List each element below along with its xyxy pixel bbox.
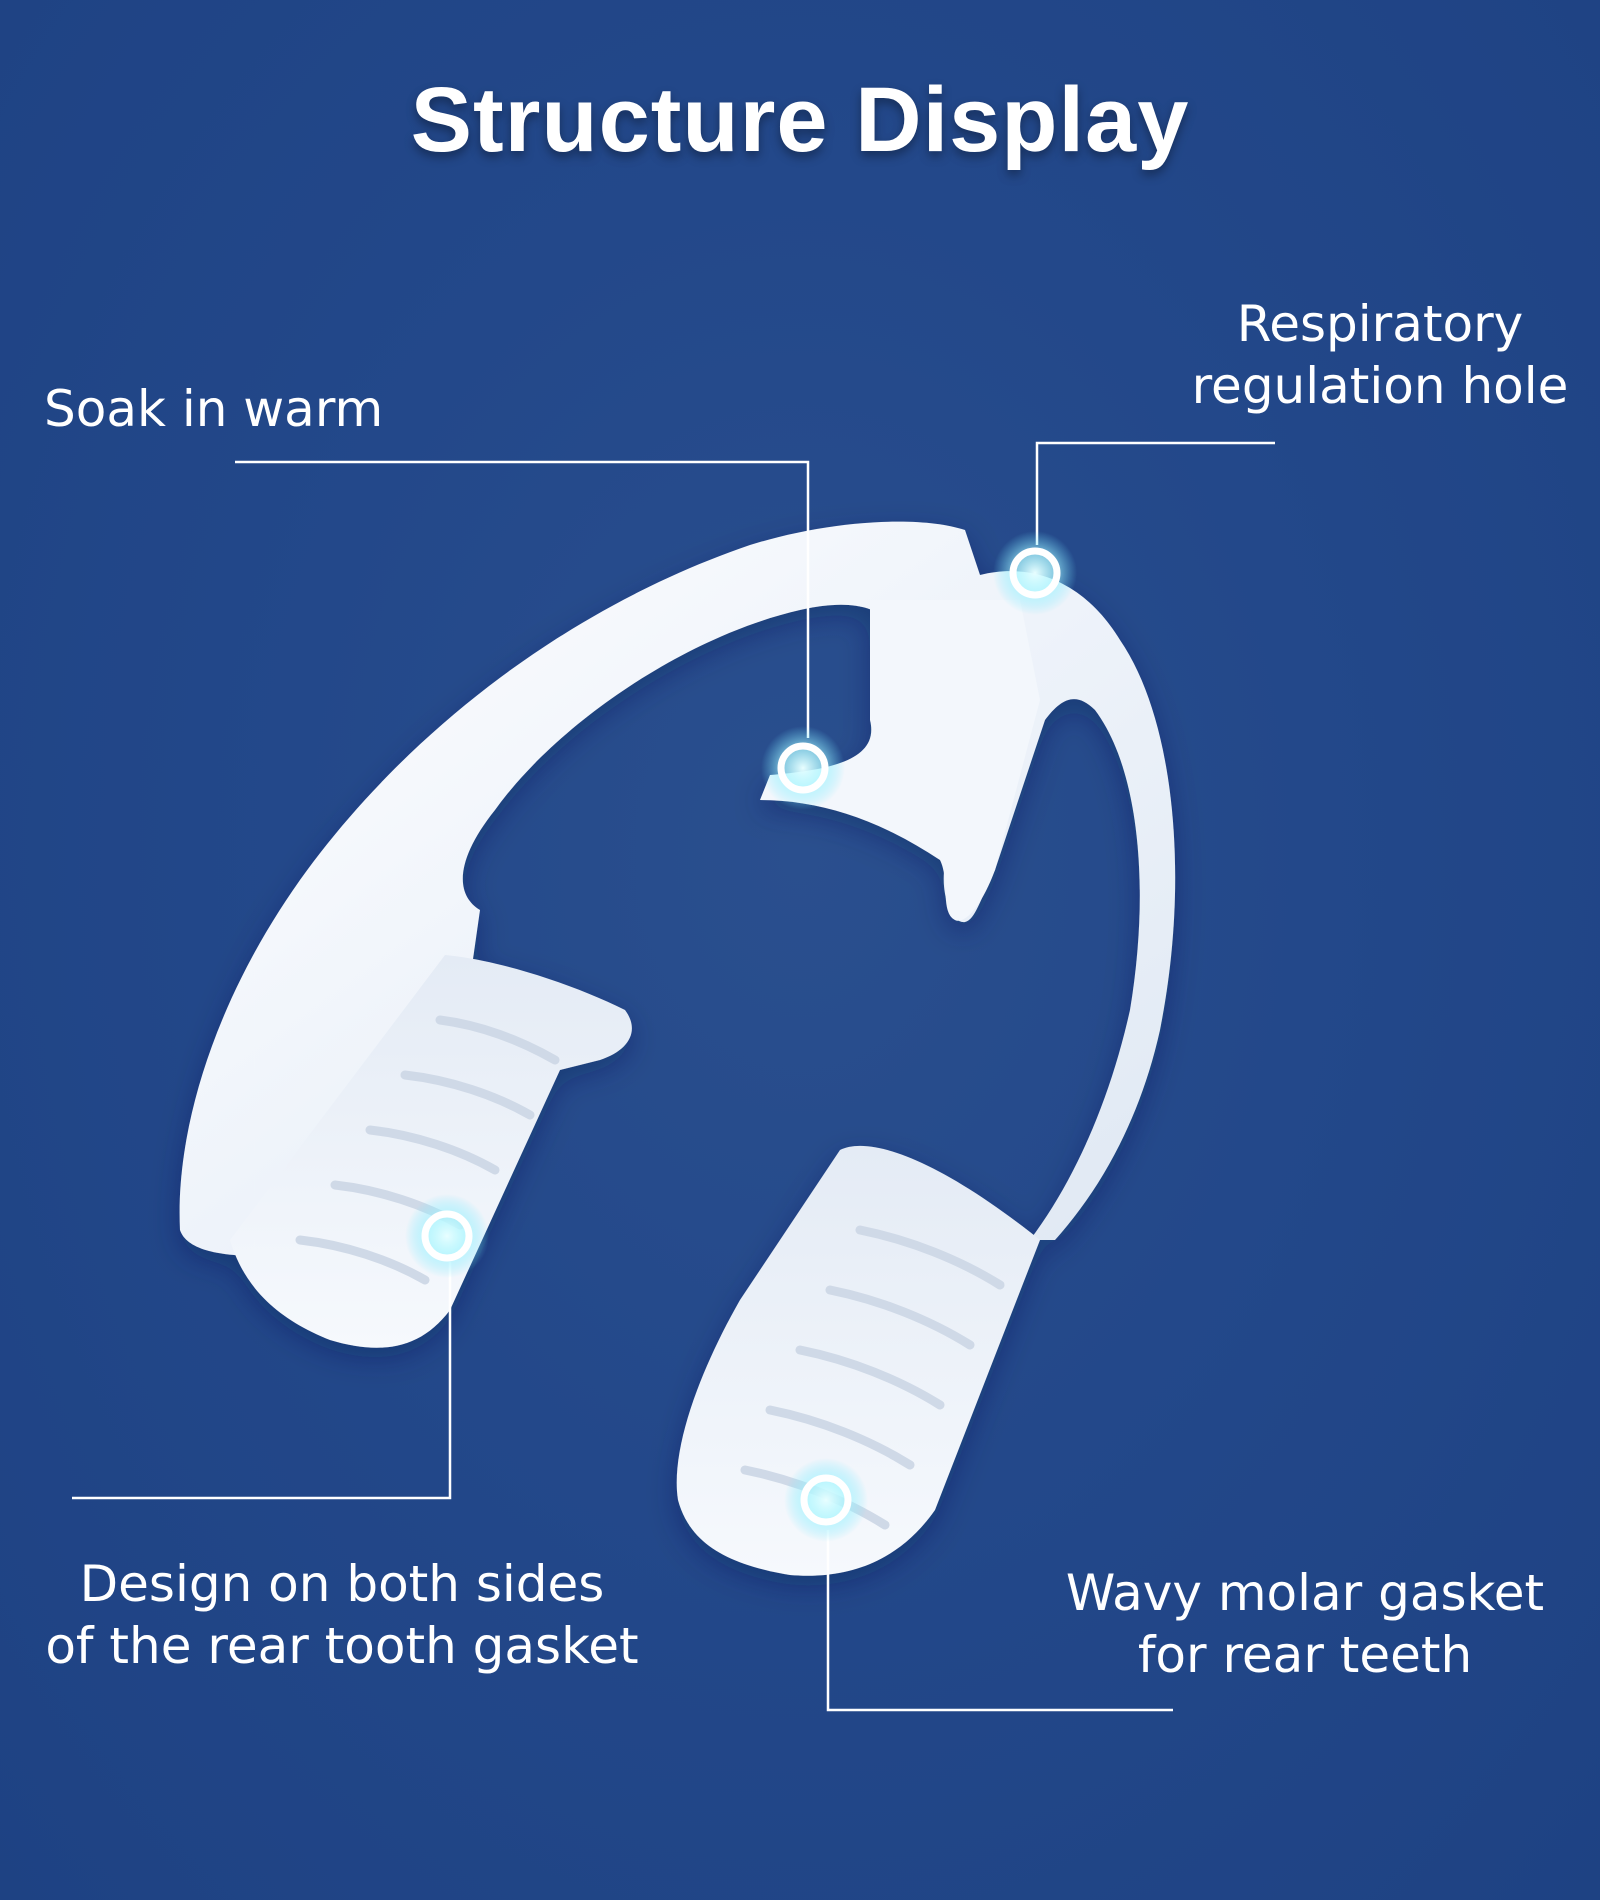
marker-wavy	[784, 1458, 868, 1542]
callout-wavy-line-1: Wavy molar gasket	[1065, 1564, 1545, 1622]
left-molar-pad	[230, 955, 632, 1348]
callout-respiratory-line-1: Respiratory	[1236, 295, 1524, 353]
marker-soak	[761, 726, 845, 810]
leader-design	[72, 1262, 452, 1500]
callout-wavy-line-2: for rear teeth	[1137, 1626, 1473, 1684]
marker-design	[405, 1194, 489, 1278]
leader-wavy	[826, 1530, 1173, 1712]
right-molar-pad	[676, 1145, 1040, 1576]
callout-soak-in-warm: Soak in warm	[44, 378, 383, 440]
leader-lines	[72, 441, 1275, 1712]
page-title: Structure Display	[410, 69, 1190, 171]
left-pad-ridges	[295, 1015, 560, 1285]
leader-soak	[235, 460, 810, 738]
front-flap	[760, 600, 1040, 921]
callout-design-line-2: of the rear tooth gasket	[45, 1617, 639, 1675]
callout-respiratory-line-2: regulation hole	[1191, 357, 1569, 415]
callout-wavy-molar-gasket: Wavy molar gasket for rear teeth	[1010, 1562, 1600, 1686]
mouthguard-device	[179, 521, 1176, 1576]
callout-soak-line-1: Soak in warm	[44, 380, 384, 438]
callout-design-line-1: Design on both sides	[79, 1555, 605, 1613]
leader-respiratory	[1035, 441, 1275, 545]
marker-respiratory	[993, 531, 1077, 615]
callout-design-both-sides: Design on both sides of the rear tooth g…	[2, 1553, 682, 1677]
callout-respiratory-hole: Respiratory regulation hole	[1160, 293, 1600, 417]
